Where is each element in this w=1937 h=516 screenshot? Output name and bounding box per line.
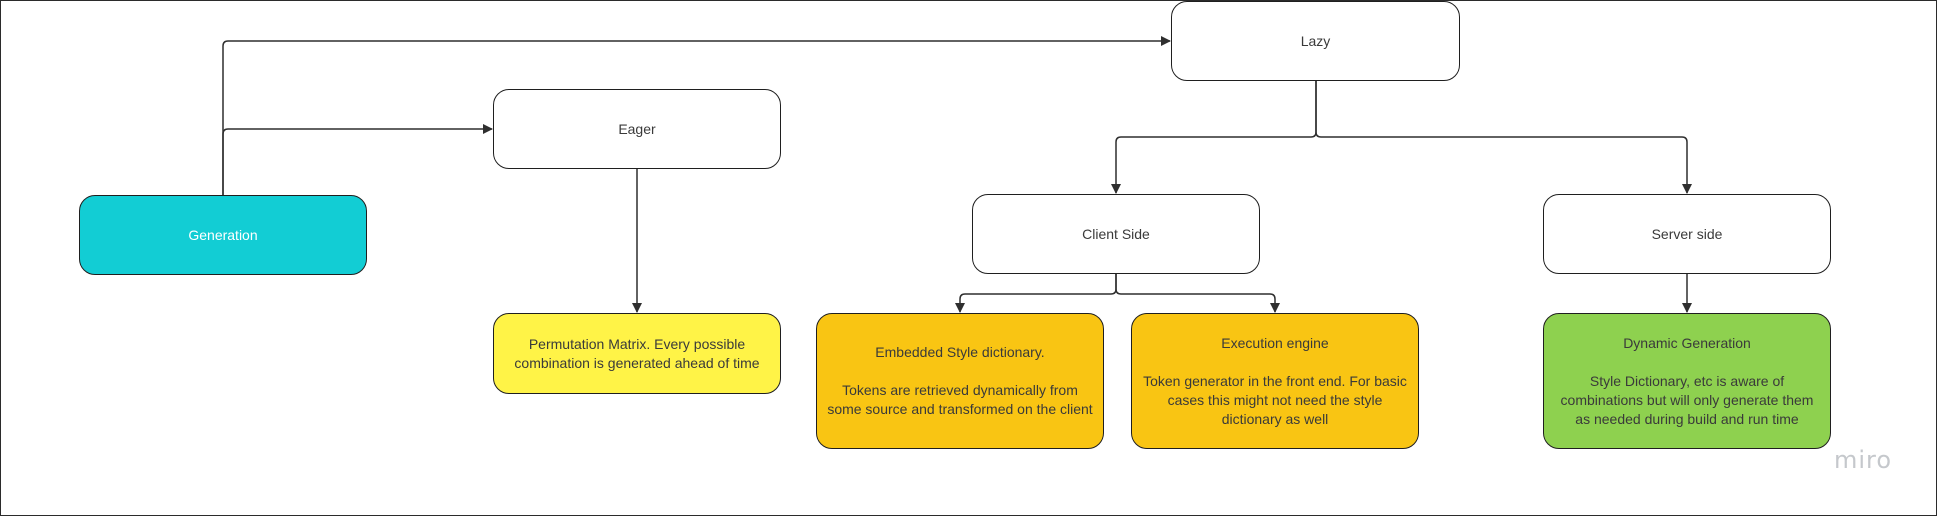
node-permutation-matrix[interactable]: Permutation Matrix. Every possible combi…	[493, 313, 781, 394]
node-generation-label: Generation	[188, 226, 258, 243]
edge-generation-eager	[222, 124, 493, 195]
node-eager[interactable]: Eager	[493, 89, 781, 169]
node-embedded-body: Tokens are retrieved dynamically from so…	[827, 382, 1093, 417]
node-client-side-label: Client Side	[1082, 225, 1150, 242]
node-server-side[interactable]: Server side	[1543, 194, 1831, 274]
node-dynamic-title: Dynamic Generation	[1623, 334, 1751, 351]
node-execution-body: Token generator in the front end. For ba…	[1143, 372, 1407, 427]
edge-generation-lazy	[222, 36, 1171, 195]
node-lazy-label: Lazy	[1300, 32, 1331, 49]
node-embedded-style-dictionary[interactable]: Embedded Style dictionary. Tokens are re…	[816, 313, 1104, 449]
edge-client-side-execution	[1115, 274, 1280, 313]
node-dynamic-generation[interactable]: Dynamic Generation Style Dictionary, etc…	[1543, 313, 1831, 449]
node-execution-title: Execution engine	[1221, 334, 1329, 351]
node-eager-label: Eager	[618, 120, 656, 137]
node-execution-engine[interactable]: Execution engine Token generator in the …	[1131, 313, 1419, 449]
node-lazy[interactable]: Lazy	[1171, 1, 1460, 81]
node-dynamic-body: Style Dictionary, etc is aware of combin…	[1560, 372, 1814, 427]
edge-lazy-client-side	[1111, 81, 1317, 194]
miro-watermark-logo: miro	[1833, 446, 1893, 474]
node-permutation-matrix-label: Permutation Matrix. Every possible combi…	[514, 335, 760, 371]
node-server-side-label: Server side	[1651, 225, 1723, 242]
edge-lazy-server-side	[1315, 81, 1692, 194]
node-client-side[interactable]: Client Side	[972, 194, 1260, 274]
node-generation[interactable]: Generation	[79, 195, 367, 275]
edge-client-side-embedded	[955, 274, 1117, 313]
node-embedded-title: Embedded Style dictionary.	[875, 344, 1045, 360]
